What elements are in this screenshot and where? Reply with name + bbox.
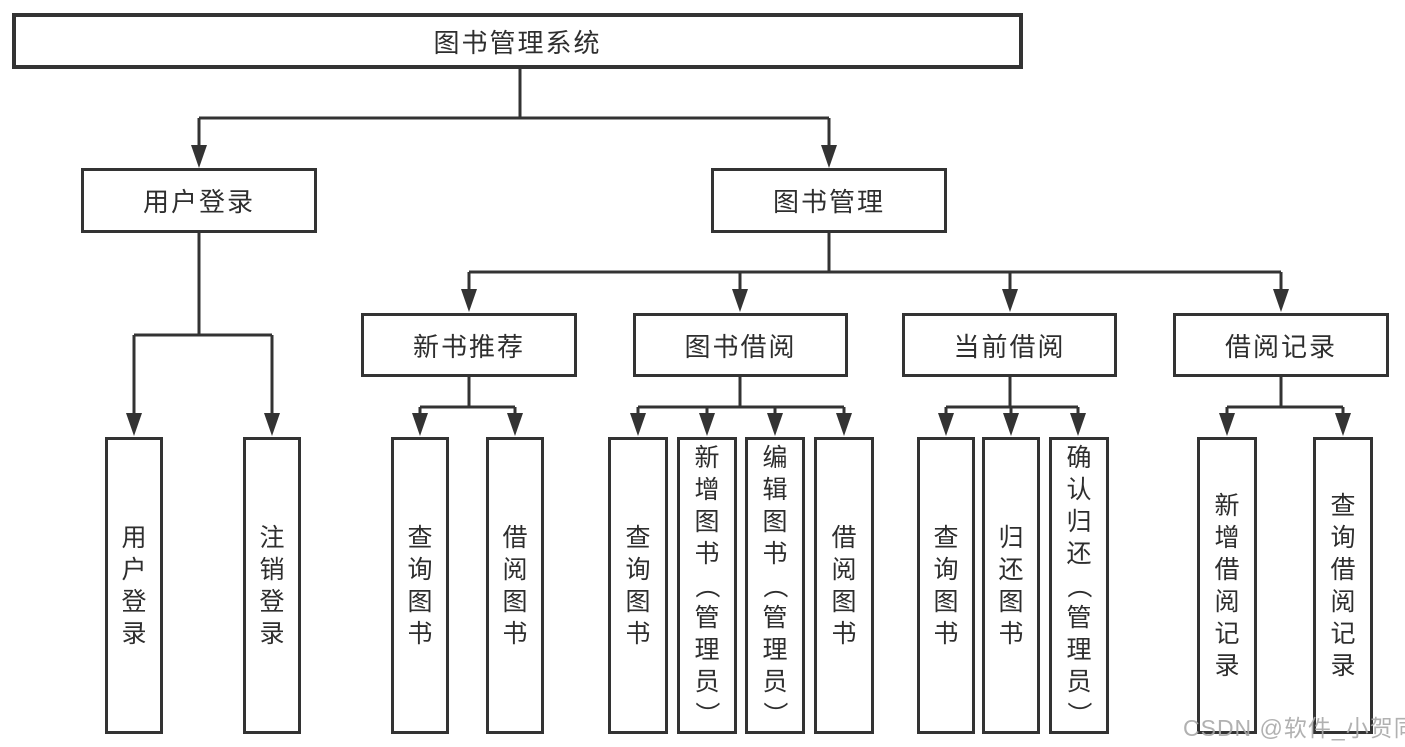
leaf-logout: 注销登录 <box>243 437 301 734</box>
leaf-cur-query-book: 查询图书 <box>917 437 975 734</box>
leaf-rec-borrow-book: 借阅图书 <box>486 437 544 734</box>
leaf-rec-query-book: 查询图书 <box>391 437 449 734</box>
leaf-bb-edit-book-admin: 编辑图书（管理员） <box>745 437 805 734</box>
leaf-log-query-record: 查询借阅记录 <box>1313 437 1373 734</box>
leaf-bb-borrow-book: 借阅图书 <box>814 437 874 734</box>
leaf-cur-return-book: 归还图书 <box>982 437 1040 734</box>
leaf-user-login: 用户登录 <box>105 437 163 734</box>
csdn-watermark: CSDN @软件_小贺同学 <box>1183 715 1405 741</box>
node-new-book-recommendation: 新书推荐 <box>361 313 577 377</box>
node-book-borrowing: 图书借阅 <box>633 313 848 377</box>
leaf-log-add-record: 新增借阅记录 <box>1197 437 1257 734</box>
leaf-bb-query-book: 查询图书 <box>608 437 668 734</box>
node-borrowing-records: 借阅记录 <box>1173 313 1389 377</box>
leaf-cur-confirm-return-admin: 确认归还（管理员） <box>1049 437 1109 734</box>
node-book-management: 图书管理 <box>711 168 947 233</box>
node-library-management-system: 图书管理系统 <box>12 13 1023 69</box>
node-current-borrowing: 当前借阅 <box>902 313 1117 377</box>
leaf-bb-add-book-admin: 新增图书（管理员） <box>677 437 737 734</box>
node-user-login: 用户登录 <box>81 168 317 233</box>
